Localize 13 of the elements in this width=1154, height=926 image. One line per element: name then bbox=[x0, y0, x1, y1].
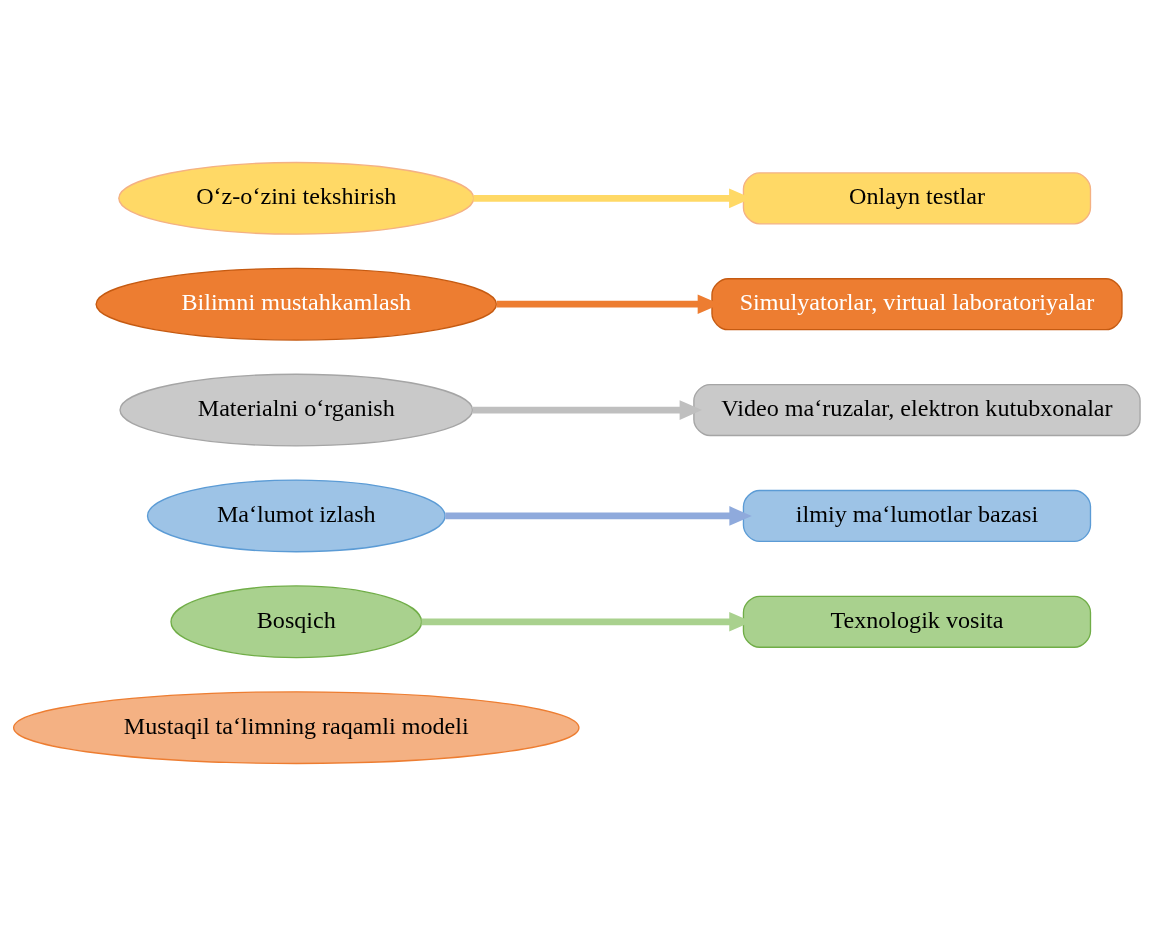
node-ellipse: Materialni o‘rganish bbox=[119, 373, 474, 447]
node-box: Simulyatorlar, virtual laboratoriyalar bbox=[711, 278, 1123, 331]
node-ellipse: Ma‘lumot izlash bbox=[146, 479, 446, 553]
node-ellipse: O‘z-o‘zini tekshirish bbox=[118, 161, 475, 235]
node-box: Onlayn testlar bbox=[742, 172, 1092, 225]
node-box: ilmiy ma‘lumotlar bazasi bbox=[742, 489, 1092, 543]
node-ellipse: Bosqich bbox=[170, 585, 423, 659]
arrow bbox=[445, 506, 752, 526]
arrow bbox=[472, 400, 703, 420]
node-box: Video ma‘ruzalar, elektron kutubxonalar bbox=[693, 383, 1141, 437]
node-box: Texnologik vosita bbox=[742, 595, 1092, 648]
node-ellipse: Mustaqil ta‘limning raqamli modeli bbox=[12, 691, 580, 765]
node-ellipse: Bilimni mustahkamlash bbox=[95, 267, 498, 341]
